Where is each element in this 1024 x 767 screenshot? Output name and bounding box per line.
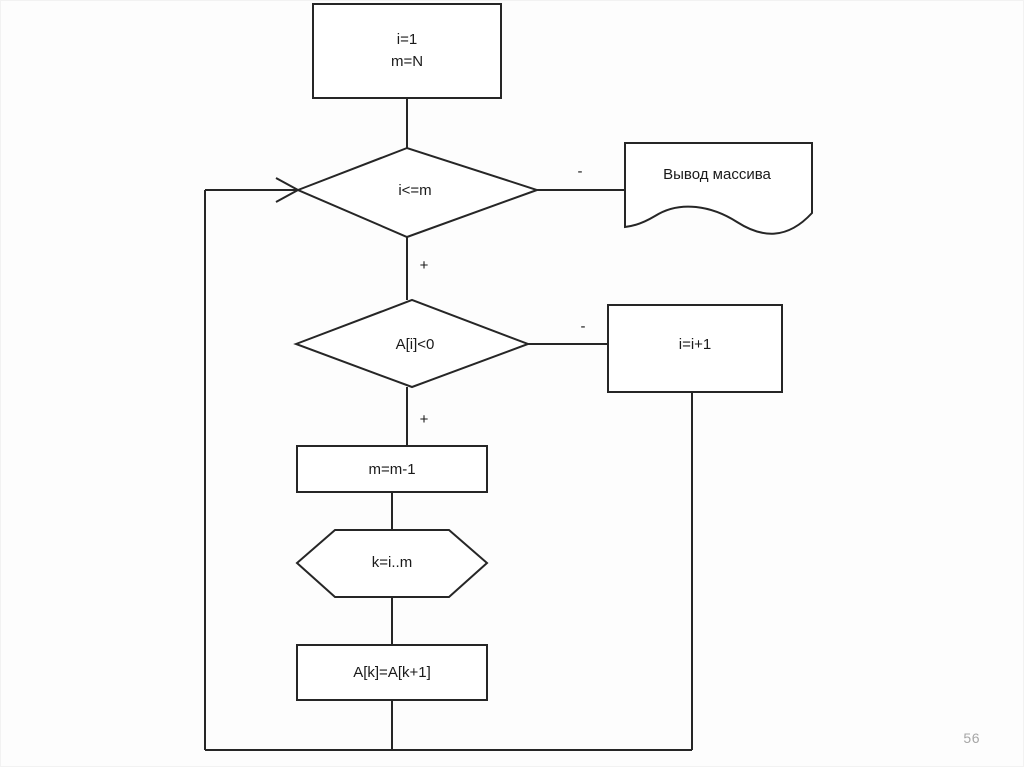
branch-label-loop-true: + <box>420 257 429 274</box>
node-output-shape[interactable] <box>624 142 813 235</box>
node-increment-label: i=i+1 <box>679 336 712 353</box>
node-cond-loop-label: i<=m <box>398 182 431 199</box>
node-decrement-label: m=m-1 <box>368 461 415 478</box>
node-shift-shape[interactable] <box>296 644 488 701</box>
node-output-label: Вывод массива <box>663 166 771 183</box>
branch-label-loop-false: - <box>578 163 583 180</box>
node-cond-neg-label: A[i]<0 <box>396 336 435 353</box>
page-number: 56 <box>963 730 980 746</box>
node-shift-label: A[k]=A[k+1] <box>353 664 431 681</box>
node-loop-k-label: k=i..m <box>372 554 412 571</box>
node-init-shape[interactable] <box>312 3 502 99</box>
node-increment-shape[interactable] <box>607 304 783 393</box>
node-init-label-line2: m=N <box>391 53 423 70</box>
node-cond-loop-shape[interactable] <box>295 146 541 239</box>
branch-label-neg-false: - <box>581 318 586 335</box>
node-loop-k-shape[interactable] <box>295 529 489 598</box>
node-cond-neg-shape[interactable] <box>293 298 531 389</box>
branch-label-neg-true: + <box>420 411 429 428</box>
node-decrement-shape[interactable] <box>296 445 488 493</box>
node-init-label-line1: i=1 <box>397 31 417 48</box>
